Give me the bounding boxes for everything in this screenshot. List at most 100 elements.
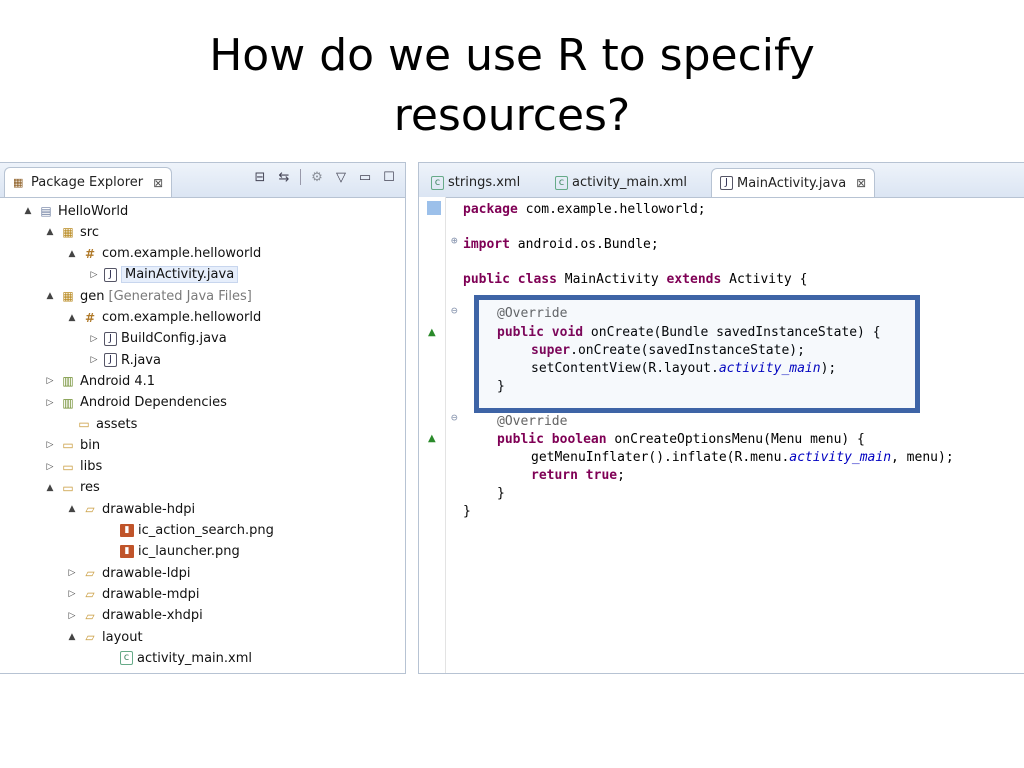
source-folder-icon: ▦ bbox=[62, 289, 74, 304]
code-keyword: boolean bbox=[551, 432, 607, 447]
code-text: MainActivity bbox=[556, 272, 667, 287]
code-text: onCreateOptionsMenu(Menu menu) { bbox=[606, 432, 865, 447]
code-line: } bbox=[497, 378, 505, 396]
focus-icon[interactable]: ⚙ bbox=[311, 169, 323, 185]
expand-twisty-icon[interactable]: ▷ bbox=[46, 461, 54, 472]
code-text: ); bbox=[820, 361, 837, 376]
code-area[interactable]: ⊕ ⊖ ⊖ package com.example.helloworld; im… bbox=[419, 197, 1024, 673]
library-icon: ▥ bbox=[62, 395, 74, 410]
code-text: , menu); bbox=[891, 450, 954, 465]
fold-expand-icon[interactable]: ⊕ bbox=[451, 234, 458, 247]
code-keyword: return bbox=[531, 468, 578, 483]
code-text: com.example.helloworld; bbox=[517, 202, 706, 217]
tab-strings-xml[interactable]: c strings.xml bbox=[423, 168, 528, 197]
code-field: activity_main bbox=[789, 450, 892, 465]
tree-item[interactable]: ▲▭res bbox=[44, 478, 100, 498]
tree-item[interactable]: ▲▦src bbox=[44, 222, 99, 242]
tab-main-activity-java[interactable]: J MainActivity.java ⊠ bbox=[711, 168, 876, 197]
tree-item[interactable]: ▭assets bbox=[60, 414, 137, 434]
expand-twisty-icon[interactable]: ▷ bbox=[90, 355, 98, 366]
slide-title-line-1: How do we use R to specify bbox=[209, 30, 815, 81]
code-text: Activity { bbox=[721, 272, 808, 287]
open-folder-icon: ▱ bbox=[85, 630, 95, 644]
override-marker-icon: ▲ bbox=[428, 327, 436, 338]
open-folder-icon: ▱ bbox=[85, 566, 95, 581]
tree-item[interactable]: ▷▱drawable-ldpi bbox=[66, 563, 191, 583]
tree-item-label: ic_launcher.png bbox=[138, 544, 240, 560]
code-line: package com.example.helloworld; bbox=[463, 201, 706, 219]
tree-item[interactable]: ▲#com.example.helloworld bbox=[66, 244, 262, 264]
collapse-twisty-icon[interactable]: ▲ bbox=[46, 482, 54, 493]
expand-twisty-icon[interactable]: ▷ bbox=[68, 568, 76, 579]
tree-item-label: com.example.helloworld bbox=[102, 246, 262, 262]
tree-item-label: Android 4.1 bbox=[80, 373, 156, 389]
fold-collapse-icon[interactable]: ⊖ bbox=[451, 411, 458, 424]
tree-item[interactable]: ▲#com.example.helloworld bbox=[66, 308, 262, 328]
collapse-all-icon[interactable]: ⊟ bbox=[254, 169, 266, 185]
tree-item[interactable]: ▲▤HelloWorld bbox=[22, 201, 129, 221]
tree-item[interactable]: ▮ic_action_search.png bbox=[104, 521, 274, 541]
expand-twisty-icon[interactable]: ▷ bbox=[46, 376, 54, 387]
collapse-twisty-icon[interactable]: ▲ bbox=[46, 291, 54, 302]
tree-item-label: assets bbox=[96, 416, 138, 432]
tree-item-label: bin bbox=[80, 437, 101, 453]
tree-item[interactable]: ▷▥Android 4.1 bbox=[44, 371, 156, 391]
tree-item[interactable]: ▲▱drawable-hdpi bbox=[66, 499, 196, 519]
code-keyword: public bbox=[463, 272, 510, 287]
folder-icon: ▭ bbox=[62, 438, 74, 453]
tree-item-label: drawable-mdpi bbox=[102, 586, 200, 602]
tab-package-explorer[interactable]: ▦ Package Explorer ⊠ bbox=[4, 167, 172, 197]
tree-item-label: gen bbox=[80, 288, 105, 304]
source-folder-icon: ▦ bbox=[62, 225, 74, 240]
tree-item[interactable]: ▷ ▱ drawable-mdpi bbox=[66, 584, 200, 604]
fold-collapse-icon[interactable]: ⊖ bbox=[451, 304, 458, 317]
collapse-twisty-icon[interactable]: ▲ bbox=[68, 248, 76, 259]
close-icon[interactable]: ⊠ bbox=[856, 176, 867, 190]
tree-item[interactable]: ▲▦gen[Generated Java Files] bbox=[44, 286, 252, 306]
tree-item[interactable]: ▷▥Android Dependencies bbox=[44, 393, 227, 413]
expand-twisty-icon[interactable]: ▷ bbox=[90, 269, 98, 280]
collapse-twisty-icon[interactable]: ▲ bbox=[24, 206, 32, 216]
tree-item[interactable]: ▷▱drawable-xhdpi bbox=[66, 606, 203, 626]
tree-item[interactable]: ▲ ▱ layout bbox=[66, 627, 143, 647]
collapse-twisty-icon[interactable]: ▲ bbox=[68, 504, 76, 515]
expand-twisty-icon[interactable]: ▷ bbox=[46, 440, 54, 451]
code-annotation: @Override bbox=[497, 414, 568, 429]
collapse-twisty-icon[interactable]: ▲ bbox=[46, 227, 54, 238]
tree-item[interactable]: ▮ ic_launcher.png bbox=[104, 542, 240, 562]
xml-file-icon: c bbox=[555, 175, 568, 190]
code-line: super.onCreate(savedInstanceState); bbox=[531, 342, 805, 360]
tree-item[interactable]: ▷▭libs bbox=[44, 457, 103, 477]
override-marker-icon: ▲ bbox=[428, 433, 436, 444]
code-line: getMenuInflater().inflate(R.menu.activit… bbox=[531, 449, 954, 467]
code-line: @Override bbox=[497, 413, 567, 431]
code-text: android.os.Bundle; bbox=[509, 237, 659, 252]
code-line: public void onCreate(Bundle savedInstanc… bbox=[497, 324, 881, 342]
link-with-editor-icon[interactable]: ⇆ bbox=[278, 169, 290, 185]
expand-twisty-icon[interactable]: ▷ bbox=[90, 333, 98, 344]
package-explorer-toolbar: ⊟ ⇆ ⚙ ▽ ▭ ☐ bbox=[252, 169, 397, 185]
tree-item[interactable]: ▷ ▭ bin bbox=[44, 435, 101, 455]
minimize-icon[interactable]: ▭ bbox=[358, 169, 372, 185]
tree-item-label: layout bbox=[102, 629, 143, 645]
tab-activity-main-xml[interactable]: c activity_main.xml bbox=[547, 168, 695, 197]
collapse-twisty-icon[interactable]: ▲ bbox=[68, 632, 76, 642]
maximize-icon[interactable]: ☐ bbox=[383, 169, 395, 185]
code-line: return true; bbox=[531, 467, 625, 485]
png-file-icon: ▮ bbox=[120, 545, 134, 559]
tree-item-label: drawable-xhdpi bbox=[102, 608, 203, 624]
code-text: } bbox=[497, 379, 505, 394]
collapse-twisty-icon[interactable]: ▲ bbox=[68, 312, 76, 323]
code-annotation: @Override bbox=[497, 306, 568, 321]
expand-twisty-icon[interactable]: ▷ bbox=[68, 589, 76, 600]
view-menu-icon[interactable]: ▽ bbox=[336, 169, 346, 185]
expand-twisty-icon[interactable]: ▷ bbox=[46, 397, 54, 408]
open-folder-icon: ▱ bbox=[85, 587, 95, 602]
expand-twisty-icon[interactable]: ▷ bbox=[68, 610, 76, 621]
close-icon[interactable]: ⊠ bbox=[153, 175, 164, 190]
java-file-icon: J bbox=[104, 331, 117, 346]
